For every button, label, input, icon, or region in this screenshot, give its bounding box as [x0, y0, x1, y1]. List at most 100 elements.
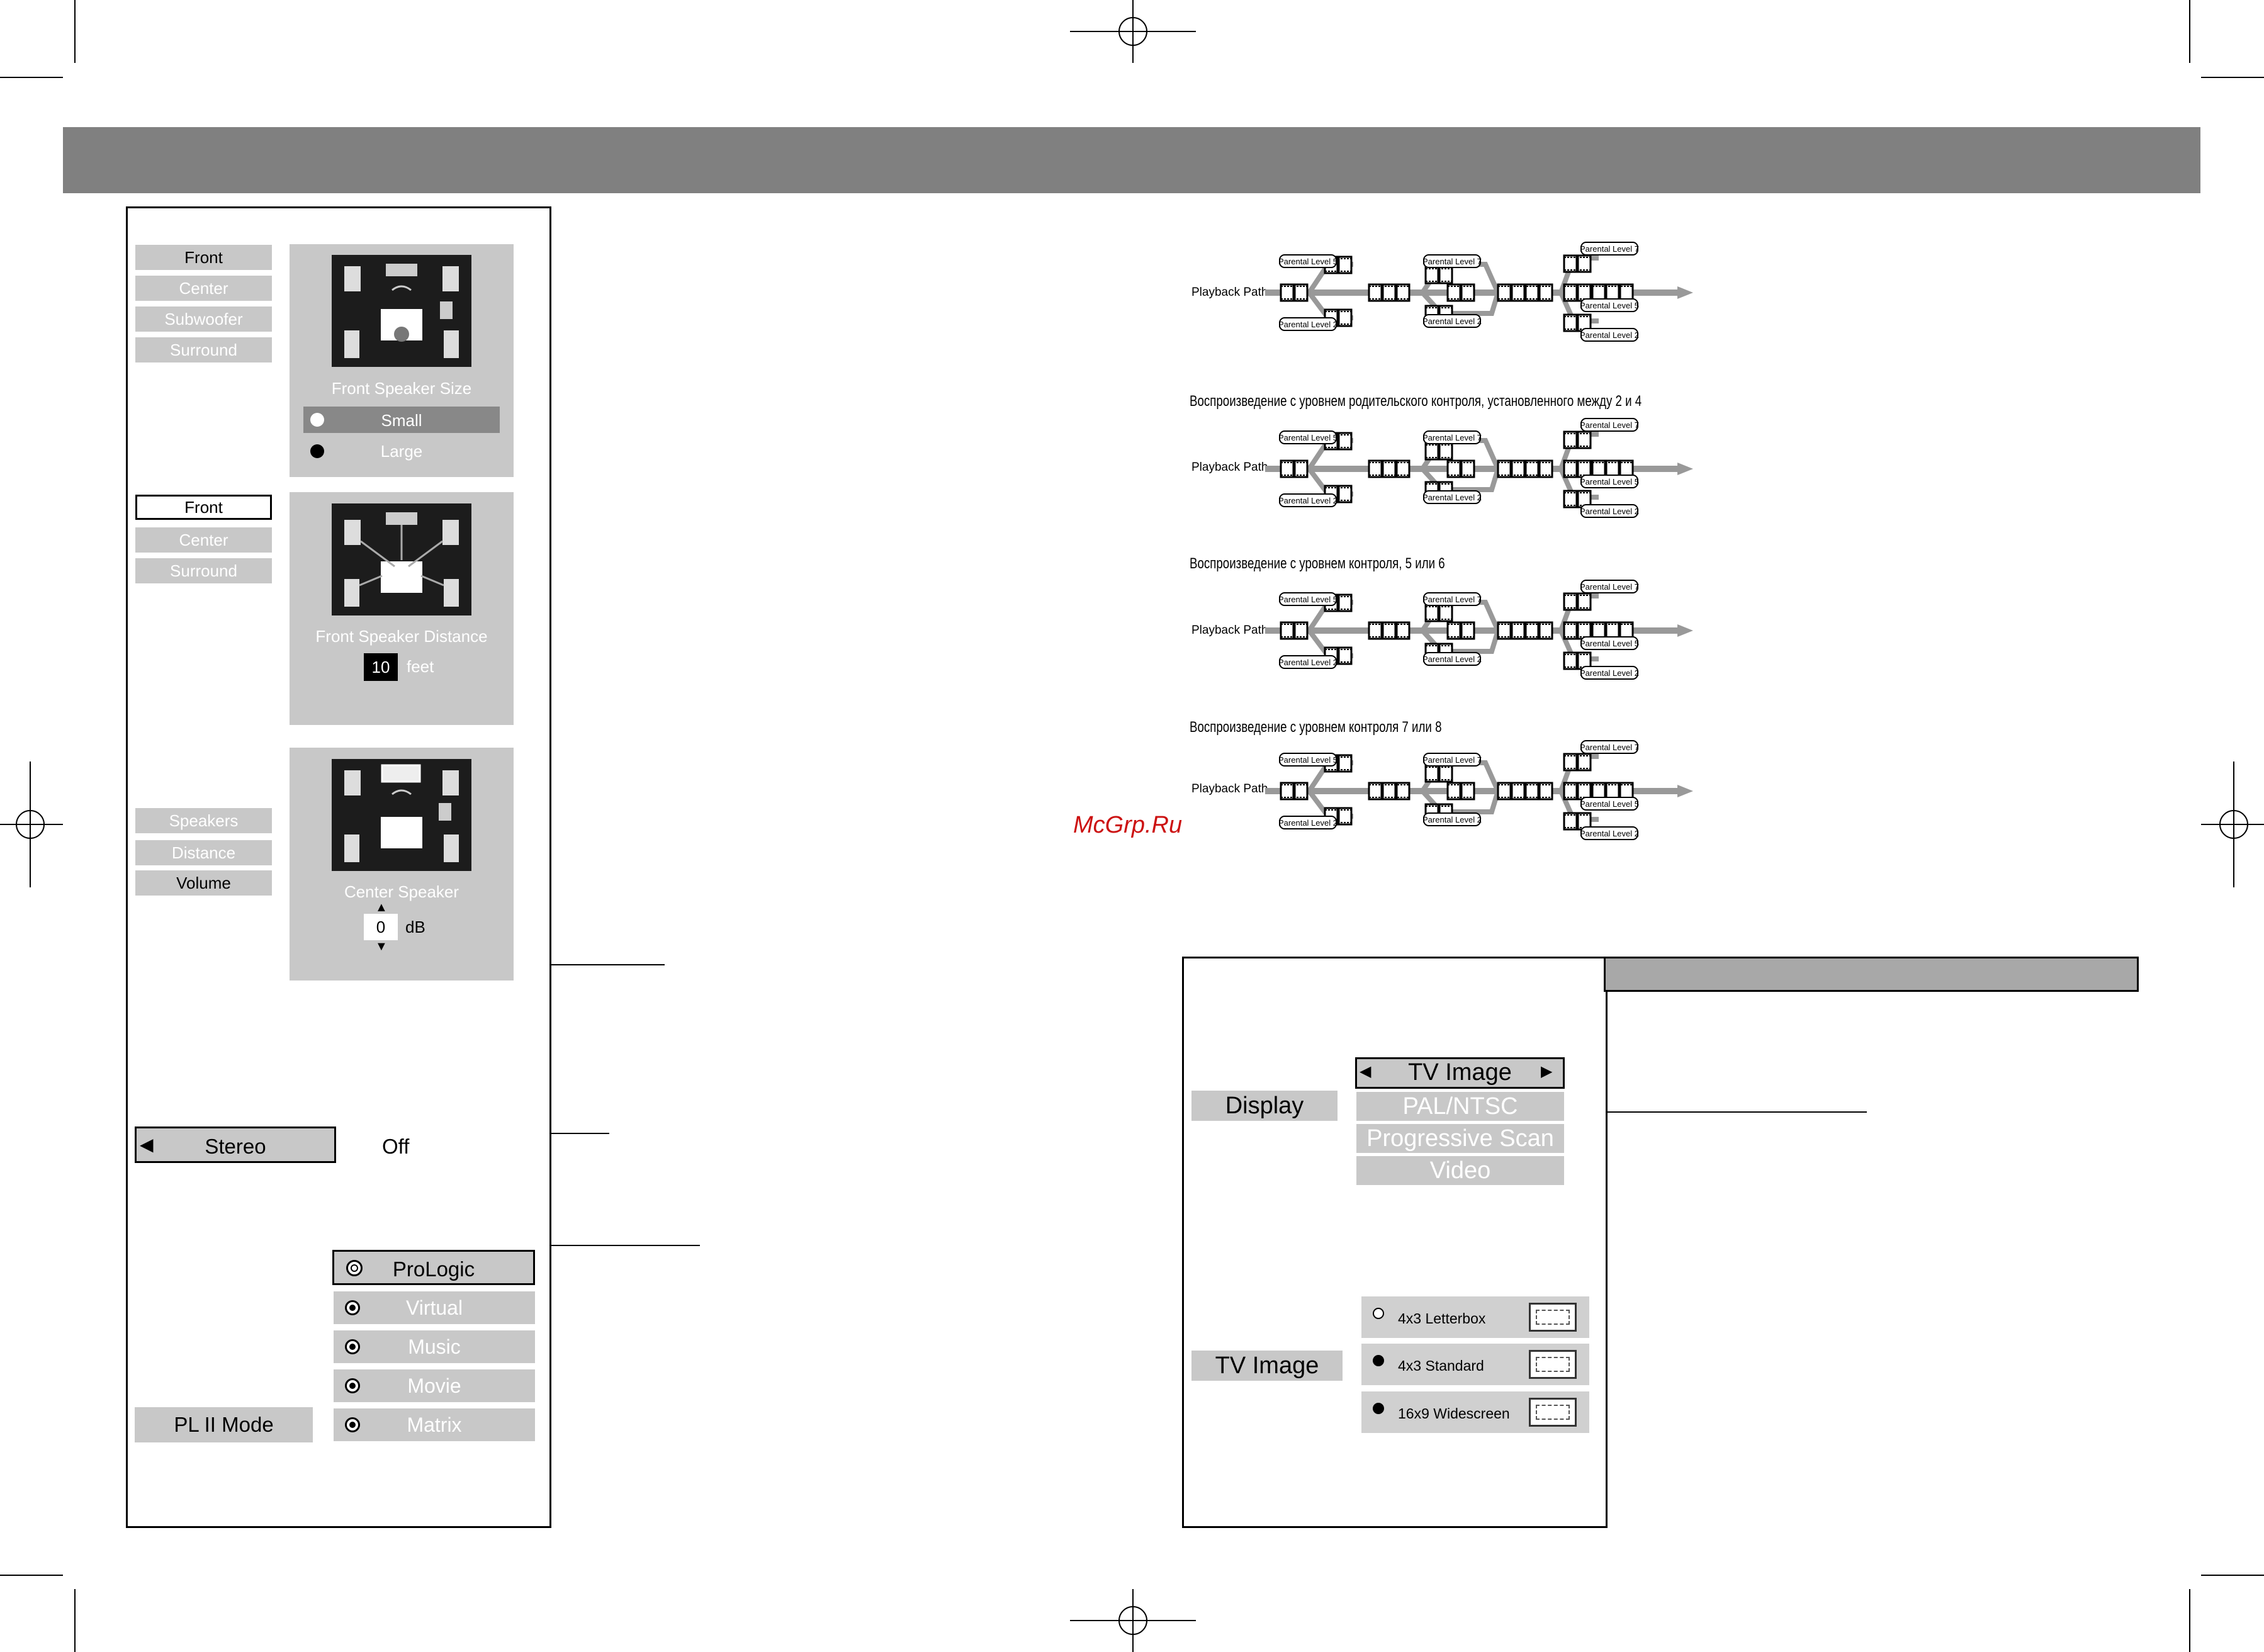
svg-text:Parental Level 2: Parental Level 2	[1278, 658, 1338, 667]
svg-text:Parental Level 2: Parental Level 2	[1580, 668, 1639, 678]
option-small-label: Small	[381, 411, 422, 430]
menu-item-surround[interactable]: Surround	[135, 337, 272, 362]
option-16x9-widescreen[interactable]: 16x9 Widescreen	[1361, 1391, 1589, 1433]
mode-movie[interactable]: Movie	[334, 1369, 535, 1402]
option-4x3-letterbox[interactable]: 4x3 Letterbox	[1361, 1296, 1589, 1338]
svg-text:Parental Level 7: Parental Level 7	[1422, 755, 1482, 765]
volume-unit: dB	[405, 918, 425, 936]
section-heading-3: Воспроизведение с уровнем контроля, 5 ил…	[1190, 555, 1445, 572]
section-heading-4: Воспроизведение с уровнем контроля 7 или…	[1190, 719, 1442, 736]
stereo-label: Stereo	[205, 1135, 266, 1158]
svg-text:Parental Level 2: Parental Level 2	[1580, 330, 1639, 340]
header-bar-right	[1604, 957, 2139, 992]
parental-level-diagrams: Parental Level 5 Parental Level 2 Parental…	[1265, 242, 1693, 840]
menu-item-center-distance[interactable]: Center	[135, 527, 272, 553]
distance-unit: feet	[407, 657, 434, 676]
tv-image-selector[interactable]	[1355, 1057, 1565, 1089]
display-label: Display	[1191, 1091, 1338, 1121]
option-4x3-standard[interactable]: 4x3 Standard	[1361, 1344, 1589, 1385]
svg-text:Parental Level 7: Parental Level 7	[1580, 582, 1639, 592]
speaker-distance-diagram	[332, 503, 471, 615]
svg-text:Parental Level 7: Parental Level 7	[1580, 244, 1639, 254]
menu-item-speakers[interactable]: Speakers	[135, 808, 272, 833]
mode-movie-label: Movie	[407, 1374, 461, 1397]
svg-text:Parental Level 5: Parental Level 5	[1580, 477, 1639, 486]
menu-item-volume[interactable]: Volume	[135, 870, 272, 896]
svg-text:Parental Level 7: Parental Level 7	[1422, 595, 1482, 604]
video-item[interactable]: Video	[1356, 1156, 1564, 1185]
option-large-label[interactable]: Large	[380, 442, 423, 461]
radio-icon	[1373, 1308, 1384, 1319]
radio-icon	[345, 1417, 360, 1432]
svg-text:Parental Level 7: Parental Level 7	[1422, 433, 1482, 442]
registration-mark-left	[0, 761, 63, 887]
registration-mark-bottom	[1070, 1589, 1196, 1652]
front-speaker-distance-caption: Front Speaker Distance	[315, 627, 488, 646]
option-4x3-standard-label: 4x3 Standard	[1398, 1357, 1484, 1374]
radio-icon	[345, 1300, 360, 1315]
parental-diagram-1: Parental Level 5 Parental Level 2 Parental…	[1265, 242, 1693, 342]
svg-text:Parental Level 2: Parental Level 2	[1422, 317, 1482, 326]
volume-down-icon[interactable]: ▼	[375, 940, 388, 953]
section-heading-2: Воспроизведение с уровнем родительского …	[1190, 393, 1642, 410]
underline-right	[1608, 1111, 1867, 1113]
option-4x3-letterbox-label: 4x3 Letterbox	[1398, 1310, 1486, 1327]
mode-virtual[interactable]: Virtual	[334, 1291, 535, 1324]
mode-music[interactable]: Music	[334, 1330, 535, 1363]
standard-thumbnail-icon	[1529, 1350, 1577, 1379]
menu-item-front-distance[interactable]: Front	[135, 495, 272, 520]
right-arrow-icon[interactable]: ▶	[1541, 1063, 1553, 1080]
radio-icon	[345, 1378, 360, 1393]
menu-item-surround-distance[interactable]: Surround	[135, 558, 272, 583]
mode-prologic-radio[interactable]	[346, 1260, 363, 1276]
radio-icon	[1373, 1355, 1384, 1366]
menu-item-distance[interactable]: Distance	[135, 840, 272, 865]
left-arrow-icon[interactable]: ◀	[1360, 1063, 1371, 1080]
mode-prologic[interactable]	[332, 1250, 535, 1285]
menu-item-center[interactable]: Center	[135, 276, 272, 301]
mode-prologic-inner	[351, 1264, 358, 1272]
svg-text:Parental Level 5: Parental Level 5	[1278, 257, 1338, 266]
svg-text:Parental Level 5: Parental Level 5	[1580, 799, 1639, 809]
left-arrow-icon[interactable]: ◀	[140, 1135, 154, 1154]
menu-item-subwoofer[interactable]: Subwoofer	[135, 306, 272, 332]
svg-text:Parental Level 5: Parental Level 5	[1278, 755, 1338, 765]
distance-value[interactable]: 10	[364, 653, 398, 681]
progressive-scan-item[interactable]: Progressive Scan	[1356, 1124, 1564, 1153]
menu-item-front[interactable]: Front	[135, 245, 272, 270]
center-speaker-caption: Center Speaker	[344, 882, 459, 901]
widescreen-thumbnail-icon	[1529, 1398, 1577, 1427]
svg-text:Parental Level 2: Parental Level 2	[1422, 493, 1482, 502]
speaker-layout-diagram	[332, 255, 471, 367]
registration-mark-top	[1070, 0, 1196, 63]
header-banner	[63, 127, 2200, 193]
watermark: McGrp.Ru	[1073, 812, 1183, 838]
option-small[interactable]	[303, 407, 500, 433]
playback-path-label-2: Playback Path	[1191, 461, 1268, 474]
mode-matrix-label: Matrix	[407, 1413, 462, 1436]
svg-text:Parental Level 2: Parental Level 2	[1422, 655, 1482, 664]
radio-icon	[345, 1339, 360, 1354]
svg-text:Parental Level 2: Parental Level 2	[1278, 818, 1338, 828]
radio-large[interactable]	[310, 444, 324, 458]
parental-diagram-2: Parental Level 5 Parental Level 2 Parental…	[1265, 418, 1693, 518]
parental-diagram-4: Parental Level 5 Parental Level 2 Parental…	[1265, 740, 1693, 840]
pal-ntsc-item[interactable]: PAL/NTSC	[1356, 1092, 1564, 1121]
center-speaker-diagram	[332, 759, 471, 871]
volume-up-icon[interactable]: ▲	[375, 901, 388, 914]
underline-3	[551, 1245, 700, 1246]
svg-text:Parental Level 2: Parental Level 2	[1580, 829, 1639, 838]
volume-value[interactable]: 0	[364, 914, 398, 940]
front-speaker-size-caption: Front Speaker Size	[331, 379, 472, 398]
mode-prologic-label: ProLogic	[392, 1257, 475, 1281]
mode-music-label: Music	[408, 1335, 461, 1358]
stereo-value: Off	[382, 1135, 410, 1158]
svg-text:Parental Level 2: Parental Level 2	[1580, 507, 1639, 516]
stereo-selector[interactable]	[135, 1127, 336, 1163]
mode-matrix[interactable]: Matrix	[334, 1408, 535, 1441]
svg-text:Parental Level 2: Parental Level 2	[1278, 496, 1338, 505]
underline-2	[551, 1133, 609, 1134]
radio-small[interactable]	[310, 413, 324, 427]
letterbox-thumbnail-icon	[1529, 1303, 1577, 1332]
